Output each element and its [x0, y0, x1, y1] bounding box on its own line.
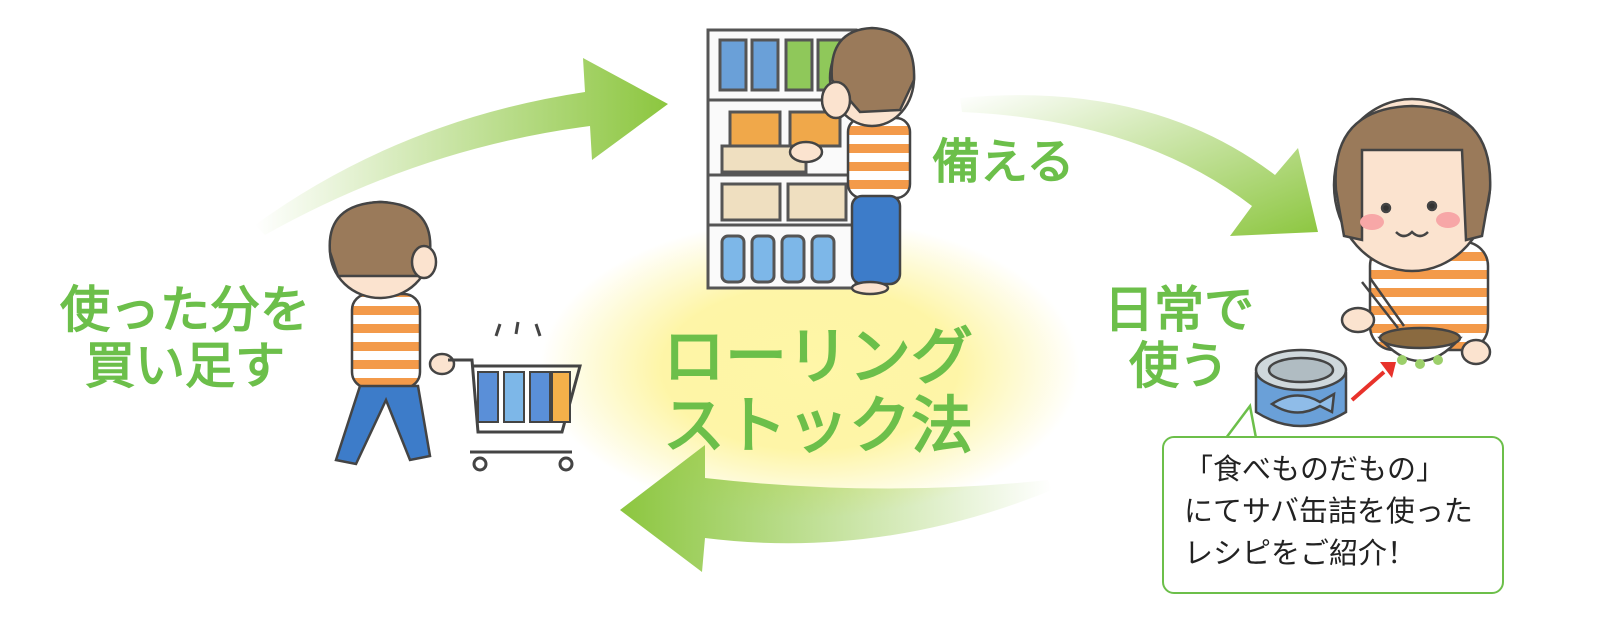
stage-label-prepare-text: 備える	[932, 134, 1075, 190]
stage-label-use-line-2: 使う	[1129, 337, 1229, 395]
stage-label-buy-line-1: 使った分を	[60, 281, 310, 339]
callout-line-1: 「食べものだもの」	[1184, 452, 1446, 486]
callout-line-2: にてサバ缶詰を使った	[1184, 494, 1473, 529]
center-title-line-1: ローリング	[662, 320, 973, 393]
shopping-woman	[328, 200, 456, 466]
stage-label-prepare: 備える	[932, 134, 1075, 190]
center-title: ローリング ストック法	[648, 322, 988, 461]
woman-eating	[1332, 97, 1492, 369]
center-glow	[540, 218, 1080, 518]
woman-stocking-shelf	[788, 26, 916, 296]
center-title-line-2: ストック法	[662, 389, 973, 463]
callout-tail	[1223, 402, 1258, 440]
stage-label-use-line-1: 日常で	[1104, 281, 1254, 339]
shopping-cart-icon	[448, 321, 582, 472]
pantry-shelf-icon	[706, 28, 858, 290]
callout-text: 「食べものだもの」 にてサバ缶詰を使った レシピをご紹介！	[1184, 448, 1473, 574]
cycle-arrow-icon	[255, 58, 1318, 572]
red-arrow-icon	[1350, 362, 1396, 402]
canned-mackerel-icon	[1254, 348, 1348, 428]
stage-label-buy: 使った分を 買い足す	[60, 282, 310, 394]
callout-box	[1162, 436, 1504, 594]
callout-line-3: レシピをご紹介！	[1184, 536, 1417, 571]
stage-label-use: 日常で 使う	[1104, 282, 1254, 394]
stage-label-buy-line-2: 買い足す	[85, 337, 285, 395]
